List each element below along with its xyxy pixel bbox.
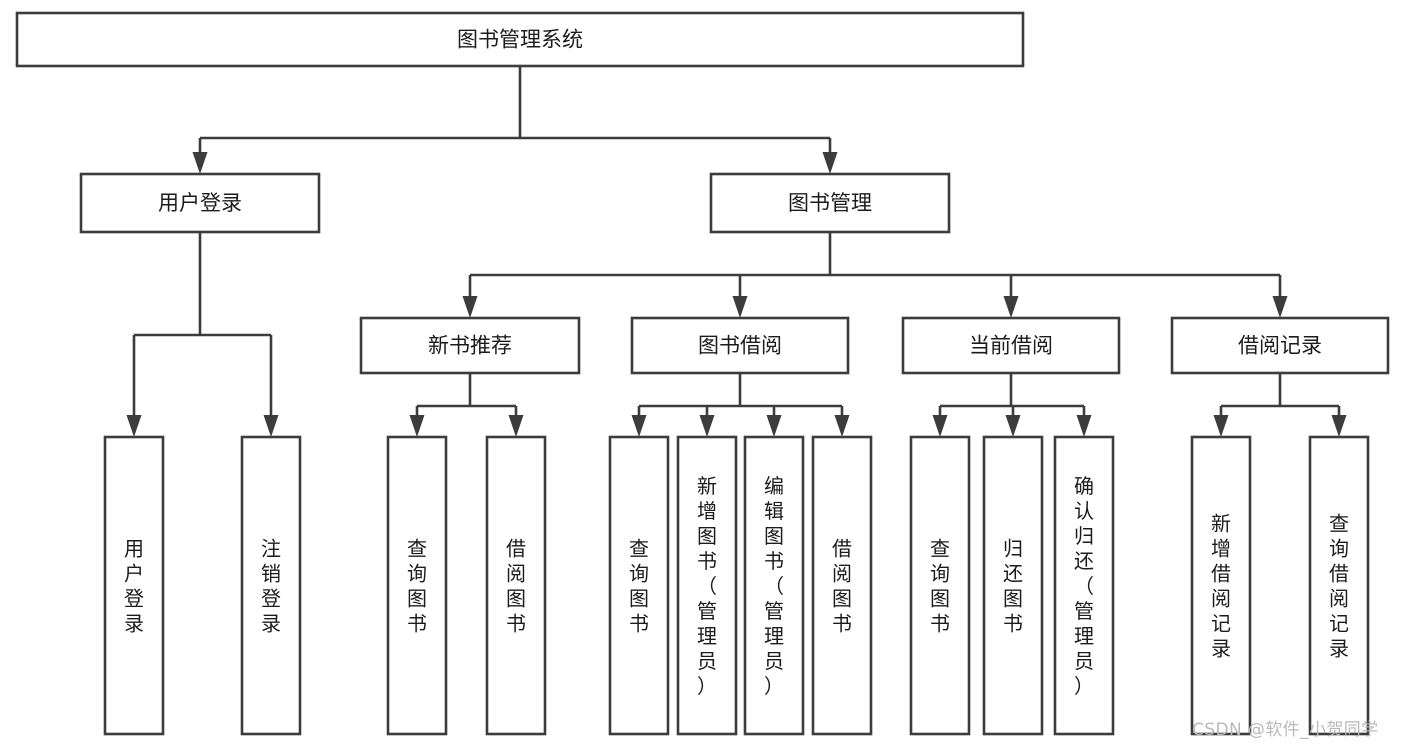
node-box-leaf-add-record[interactable] [1190, 435, 1252, 736]
node-box-current-borrow[interactable] [901, 316, 1121, 375]
node-label-leaf-add-record: 新增借阅记录 [1211, 512, 1231, 661]
node-leaf-borrow-book-1[interactable]: 借阅图书 [485, 435, 547, 736]
node-leaf-query-book-3[interactable]: 查询图书 [909, 435, 971, 736]
node-leaf-edit-book[interactable]: 编辑图书（管理员） [743, 435, 805, 736]
node-box-leaf-query-book-2[interactable] [608, 435, 670, 736]
node-leaf-add-record[interactable]: 新增借阅记录 [1190, 435, 1252, 736]
node-box-leaf-query-book-3[interactable] [909, 435, 971, 736]
node-book-borrow[interactable]: 图书借阅 [630, 316, 850, 375]
node-label-leaf-query-record: 查询借阅记录 [1329, 512, 1349, 661]
connector-arrowhead [699, 415, 715, 437]
node-box-leaf-borrow-book-1[interactable] [485, 435, 547, 736]
connector-arrowhead [766, 415, 782, 437]
node-label-leaf-borrow-book-1: 借阅图书 [506, 537, 526, 636]
node-leaf-user-login[interactable]: 用户登录 [103, 435, 165, 736]
connector-arrowhead [631, 415, 647, 437]
connector-group-book-borrow [631, 373, 850, 437]
node-label-book-borrow: 图书借阅 [698, 334, 782, 358]
node-leaf-return-book[interactable]: 归还图书 [982, 435, 1044, 736]
node-leaf-borrow-book-2[interactable]: 借阅图书 [811, 435, 873, 736]
node-label-leaf-edit-book: 编辑图书（管理员） [764, 474, 784, 698]
connector-arrowhead [1213, 415, 1229, 437]
node-box-leaf-query-record[interactable] [1308, 435, 1370, 736]
node-label-user-login: 用户登录 [158, 191, 242, 215]
connector-arrowhead [1003, 296, 1019, 318]
node-label-leaf-borrow-book-2: 借阅图书 [832, 537, 852, 636]
node-borrow-record[interactable]: 借阅记录 [1170, 316, 1390, 375]
connector-group-new-book-rec [409, 373, 524, 437]
node-label-current-borrow: 当前借阅 [969, 334, 1053, 358]
connector-arrowhead [126, 415, 142, 437]
connector-group-current-borrow [932, 373, 1092, 437]
connector-arrowhead [732, 296, 748, 318]
node-leaf-confirm-return[interactable]: 确认归还（管理员） [1053, 435, 1115, 736]
node-current-borrow[interactable]: 当前借阅 [901, 316, 1121, 375]
node-box-leaf-user-login[interactable] [103, 435, 165, 736]
node-box-user-login[interactable] [79, 172, 321, 234]
connector-group-book-manage [462, 232, 1288, 318]
connector-arrowhead [508, 415, 524, 437]
connector-arrowhead [462, 296, 478, 318]
node-box-book-borrow[interactable] [630, 316, 850, 375]
connector-arrowhead [409, 415, 425, 437]
node-box-leaf-borrow-book-2[interactable] [811, 435, 873, 736]
connector-arrowhead [822, 152, 838, 174]
node-leaf-add-book[interactable]: 新增图书（管理员） [676, 435, 738, 736]
node-box-new-book-rec[interactable] [359, 316, 581, 375]
node-label-borrow-record: 借阅记录 [1238, 334, 1322, 358]
connector-layer [126, 66, 1347, 437]
node-label-leaf-confirm-return: 确认归还（管理员） [1074, 474, 1094, 698]
connector-group-borrow-record [1213, 373, 1347, 437]
connector-arrowhead [1076, 415, 1092, 437]
node-box-leaf-logout[interactable] [240, 435, 302, 736]
node-box-book-manage[interactable] [709, 172, 951, 234]
connector-arrowhead [1331, 415, 1347, 437]
node-label-new-book-rec: 新书推荐 [428, 334, 512, 358]
node-label-leaf-add-book: 新增图书（管理员） [697, 474, 717, 698]
node-box-root[interactable] [15, 11, 1025, 68]
connector-arrowhead [834, 415, 850, 437]
node-label-leaf-query-book-3: 查询图书 [930, 537, 950, 636]
node-label-leaf-return-book: 归还图书 [1003, 537, 1023, 636]
node-leaf-query-record[interactable]: 查询借阅记录 [1308, 435, 1370, 736]
node-user-login[interactable]: 用户登录 [79, 172, 321, 234]
connector-arrowhead [1005, 415, 1021, 437]
connector-group-root [192, 66, 838, 174]
node-box-leaf-confirm-return[interactable] [1053, 435, 1115, 736]
connector-arrowhead [263, 415, 279, 437]
node-label-leaf-query-book-1: 查询图书 [407, 537, 427, 636]
node-label-leaf-user-login: 用户登录 [124, 537, 144, 636]
node-new-book-rec[interactable]: 新书推荐 [359, 316, 581, 375]
connector-arrowhead [192, 152, 208, 174]
node-label-book-manage: 图书管理 [788, 191, 872, 215]
connector-arrowhead [1272, 296, 1288, 318]
node-label-leaf-query-book-2: 查询图书 [629, 537, 649, 636]
connector-arrowhead [932, 415, 948, 437]
node-box-leaf-edit-book[interactable] [743, 435, 805, 736]
node-leaf-logout[interactable]: 注销登录 [240, 435, 302, 736]
node-layer: 图书管理系统用户登录图书管理新书推荐图书借阅当前借阅借阅记录用户登录注销登录查询… [15, 11, 1390, 736]
node-leaf-query-book-2[interactable]: 查询图书 [608, 435, 670, 736]
node-label-leaf-logout: 注销登录 [261, 537, 281, 636]
node-book-manage[interactable]: 图书管理 [709, 172, 951, 234]
node-leaf-query-book-1[interactable]: 查询图书 [386, 435, 448, 736]
node-box-leaf-add-book[interactable] [676, 435, 738, 736]
node-root[interactable]: 图书管理系统 [15, 11, 1025, 68]
node-box-leaf-query-book-1[interactable] [386, 435, 448, 736]
connector-group-user-login [126, 232, 279, 437]
node-box-leaf-return-book[interactable] [982, 435, 1044, 736]
node-box-borrow-record[interactable] [1170, 316, 1390, 375]
node-label-root: 图书管理系统 [457, 28, 583, 52]
